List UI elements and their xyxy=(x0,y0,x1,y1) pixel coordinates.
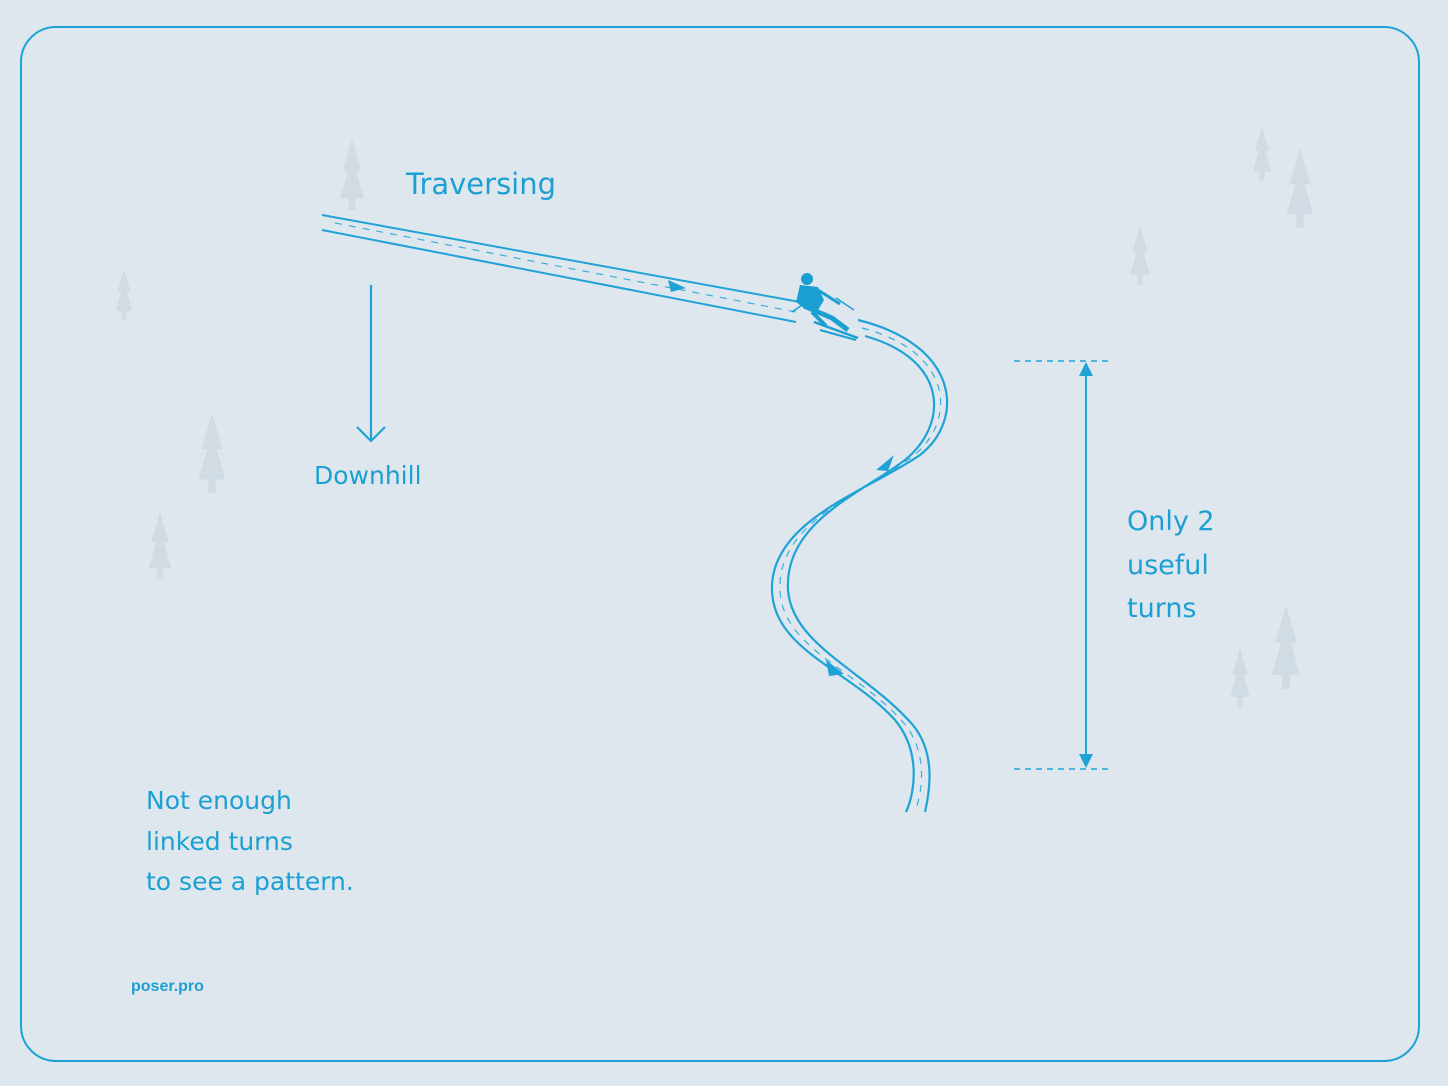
useful-turns-line: Only 2 xyxy=(1127,506,1215,537)
direction-arrow xyxy=(668,280,686,292)
downhill-arrow xyxy=(356,285,386,443)
downhill-label: Downhill xyxy=(314,461,422,490)
brand-watermark: poser.pro xyxy=(131,978,204,995)
pattern-note-line: Not enough xyxy=(146,786,292,815)
useful-turns-note: Only 2 useful turns xyxy=(1127,500,1215,631)
traversing-label: Traversing xyxy=(406,167,557,201)
skier-icon xyxy=(791,273,859,341)
pattern-note-line: to see a pattern. xyxy=(146,867,354,896)
useful-turns-line: turns xyxy=(1127,593,1197,624)
card-border xyxy=(20,26,1420,1062)
useful-turns-line: useful xyxy=(1127,549,1209,581)
direction-arrow xyxy=(826,660,844,676)
direction-arrow xyxy=(876,455,894,471)
turning-track xyxy=(770,318,949,813)
turn-span-marker xyxy=(1014,360,1108,770)
pattern-note-line: linked turns xyxy=(146,826,293,856)
traverse-track xyxy=(321,214,801,323)
pattern-note: Not enough linked turns to see a pattern… xyxy=(146,781,354,903)
